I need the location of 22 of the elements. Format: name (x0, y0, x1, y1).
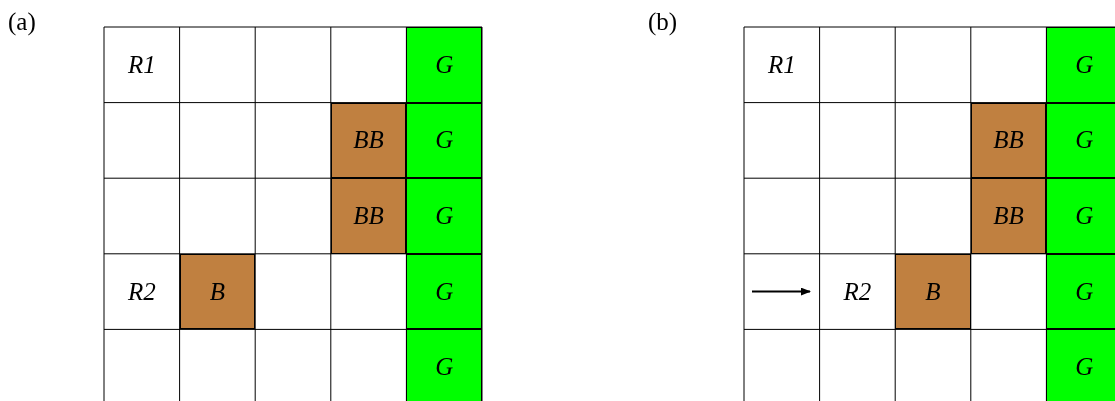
shaded-grid-cell: B (895, 253, 971, 330)
shaded-grid-cell: G (406, 329, 482, 401)
shaded-grid-cell: G (406, 27, 482, 103)
grid-cell-text: R1 (766, 49, 797, 80)
shaded-grid-cell: B (179, 253, 256, 330)
panel-label: (a) (8, 8, 36, 36)
shaded-grid-cell: G (1046, 178, 1115, 254)
shaded-grid-cell: BB (970, 102, 1047, 179)
grid-cell-text: R2 (126, 276, 157, 307)
shaded-grid-cell: G (1046, 27, 1115, 103)
shaded-grid-cell: G (406, 102, 482, 179)
shaded-grid-cell: G (406, 178, 482, 254)
shaded-grid-cell: G (406, 253, 482, 330)
shaded-grid-cell: BB (330, 178, 407, 254)
shaded-grid-cell: G (1046, 102, 1115, 179)
grid-cell-text: R1 (126, 49, 157, 80)
shaded-grid-cell: BB (970, 178, 1047, 254)
shaded-grid-cell: BB (330, 102, 407, 179)
shaded-grid-cell: G (1046, 253, 1115, 330)
panel-label: (b) (648, 8, 678, 36)
grid-cell-text: R2 (842, 276, 873, 307)
shaded-grid-cell: G (1046, 329, 1115, 401)
